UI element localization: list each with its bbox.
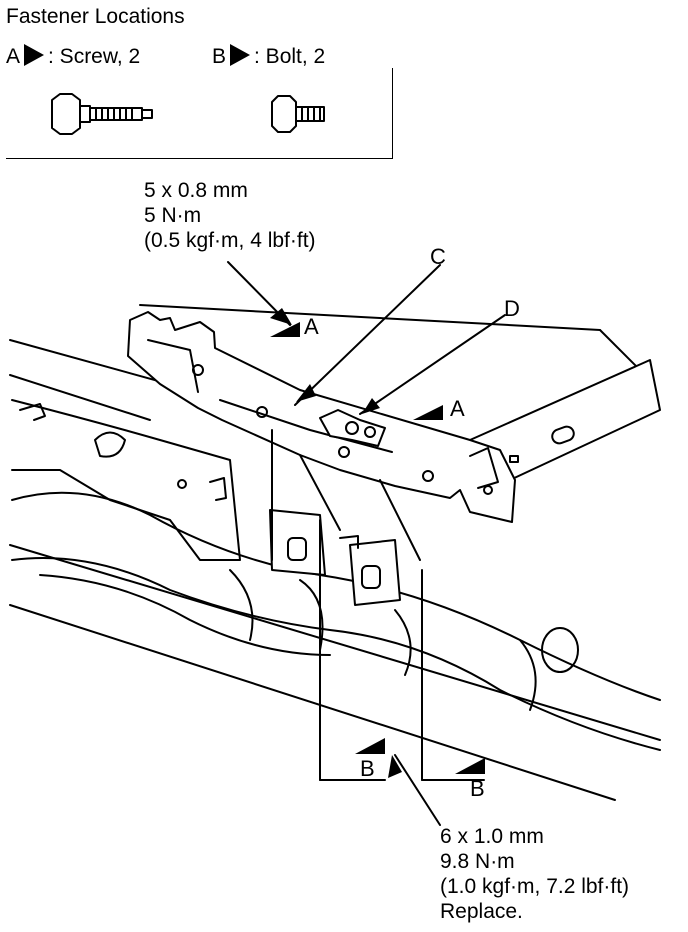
spec-a-alt-torque: (0.5 kgf·m, 4 lbf·ft) [144, 229, 316, 252]
callout-a-right: A [450, 396, 465, 421]
spec-a-size: 5 x 0.8 mm [144, 179, 248, 202]
screw-icon [51, 93, 153, 135]
bolt-icon [271, 95, 325, 133]
spec-b-torque: 9.8 N·m [440, 850, 515, 873]
callout-d: D [504, 296, 520, 321]
callout-b-left: B [360, 756, 375, 781]
legend-screw-entry: A : Screw, 2 [6, 44, 140, 69]
callout-b-right: B [470, 776, 485, 801]
legend-b-key: B [212, 45, 227, 68]
leader-arrowhead-icon [296, 384, 316, 402]
torque-marker-icon [413, 405, 443, 420]
leader-arrowhead-icon [362, 398, 380, 414]
spec-b-note: Replace. [440, 900, 523, 923]
spec-a-torque: 5 N·m [144, 204, 202, 227]
callout-c: C [430, 244, 446, 269]
legend-frame [6, 68, 393, 159]
spec-b-alt-torque: (1.0 kgf·m, 7.2 lbf·ft) [440, 875, 630, 898]
torque-marker-icon [355, 738, 385, 754]
callout-a-left: A [304, 314, 319, 339]
leader-arrowhead-icon [388, 755, 402, 778]
legend-title: Fastener Locations [6, 5, 185, 28]
leader-arrowhead-icon [270, 308, 292, 325]
legend-a-text: : Screw, 2 [48, 45, 141, 68]
torque-marker-icon [455, 758, 485, 774]
legend-a-key: A [6, 45, 21, 68]
spec-b-size: 6 x 1.0 mm [440, 825, 544, 848]
arrow-marker-icon [24, 44, 45, 66]
arrow-marker-icon [230, 44, 251, 66]
legend-b-text: : Bolt, 2 [254, 45, 326, 68]
torque-marker-icon [270, 322, 300, 337]
legend-bolt-entry: B : Bolt, 2 [212, 44, 325, 69]
